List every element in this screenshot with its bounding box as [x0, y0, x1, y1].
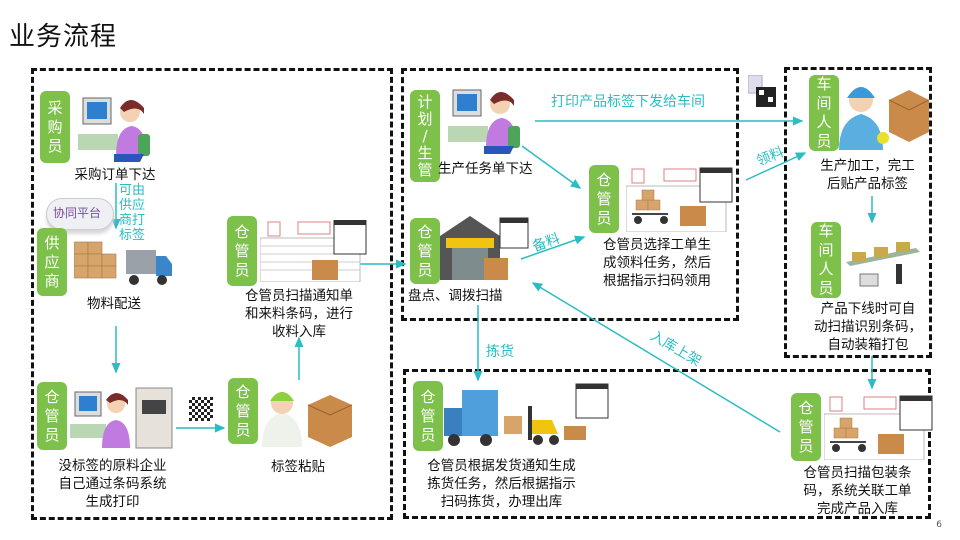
zone-planning: [401, 68, 739, 321]
caption-ship: 仓管员根据发货通知生成 拣货任务，然后根据指示 扫码拣货，办理出库: [427, 458, 576, 510]
label-sheet-qr-icon: [747, 74, 778, 109]
arrow-receive-material: [745, 152, 807, 181]
boxes-truck-icon: [73, 240, 174, 288]
badge-purchaser: 采 购 员: [40, 91, 70, 163]
conveyor-scanner-icon: [846, 240, 922, 292]
caption-receive: 仓管员扫描通知单 和来料条码，进行 收料入库: [245, 288, 353, 340]
collab-platform-cloud: 协同平台: [46, 198, 114, 230]
arrow-putaway: [531, 282, 781, 433]
planner-worker-icon: [448, 86, 522, 154]
workshop-worker-box-icon: [839, 80, 930, 150]
caption-self-print: 没标签的原料企业 自己通过条码系统 生成打印: [58, 458, 167, 510]
caption-produce: 生产加工，完工 后贴产品标签: [820, 158, 915, 192]
badge-wh-pack: 仓 管 员: [791, 393, 821, 461]
warehouse-scan-icon: [440, 216, 530, 282]
caption-purchase-order: 采购订单下达: [74, 167, 156, 183]
badge-workshop-2: 车 间 人 员: [811, 222, 841, 298]
badge-wh-print: 仓 管 员: [37, 382, 67, 450]
badge-planner: 计 划 / 生 管: [410, 90, 440, 182]
label-picking: 拣货: [486, 344, 514, 360]
office-worker-icon: [78, 94, 152, 162]
caption-pick-material: 仓管员选择工单生 成领料任务，然后 根据指示扫码领用: [603, 237, 711, 289]
cart-scan-icon: [625, 166, 734, 233]
badge-wh-ship: 仓 管 员: [413, 381, 443, 451]
badge-wh-pick: 仓 管 员: [589, 165, 619, 233]
scan-sheet-icon: [259, 219, 368, 283]
badge-wh-label: 仓 管 员: [228, 378, 258, 444]
page-number: 6: [936, 520, 942, 530]
caption-production-task: 生产任务单下达: [438, 161, 533, 177]
zone-procurement: [31, 68, 393, 520]
zone-workshop: [784, 67, 932, 358]
badge-wh-receive: 仓 管 员: [227, 216, 257, 286]
caption-auto-pack: 产品下线时可自 动扫描识别条码， 自动装箱打包: [814, 301, 922, 353]
office-worker-printer-icon: [70, 386, 180, 450]
qr-code-icon: [189, 397, 213, 421]
label-supplier-print: 可由 供应 商打 标签: [119, 183, 146, 243]
badge-supplier: 供 应 商: [37, 228, 67, 296]
arrow-prepare: [520, 235, 586, 260]
cloud-label: 协同平台: [53, 206, 102, 220]
zone-shipping: [403, 369, 931, 519]
pack-scan-icon: [823, 394, 934, 461]
page-title: 业务流程: [9, 22, 118, 52]
badge-wh-inventory: 仓 管 员: [410, 218, 440, 284]
label-print-labels: 打印产品标签下发给车间: [551, 94, 705, 110]
truck-forklift-icon: [444, 382, 614, 450]
badge-workshop-1: 车 间 人 员: [809, 75, 839, 151]
caption-label-paste: 标签粘贴: [271, 459, 325, 475]
caption-delivery: 物料配送: [87, 296, 141, 312]
caption-inventory-scan: 盘点、调拨扫描: [408, 288, 503, 304]
caption-pack-in: 仓管员扫描包装条 码，系统关联工单 完成产品入库: [803, 465, 912, 517]
worker-box-icon: [258, 381, 353, 447]
arrow-task-to-pick: [521, 145, 582, 189]
